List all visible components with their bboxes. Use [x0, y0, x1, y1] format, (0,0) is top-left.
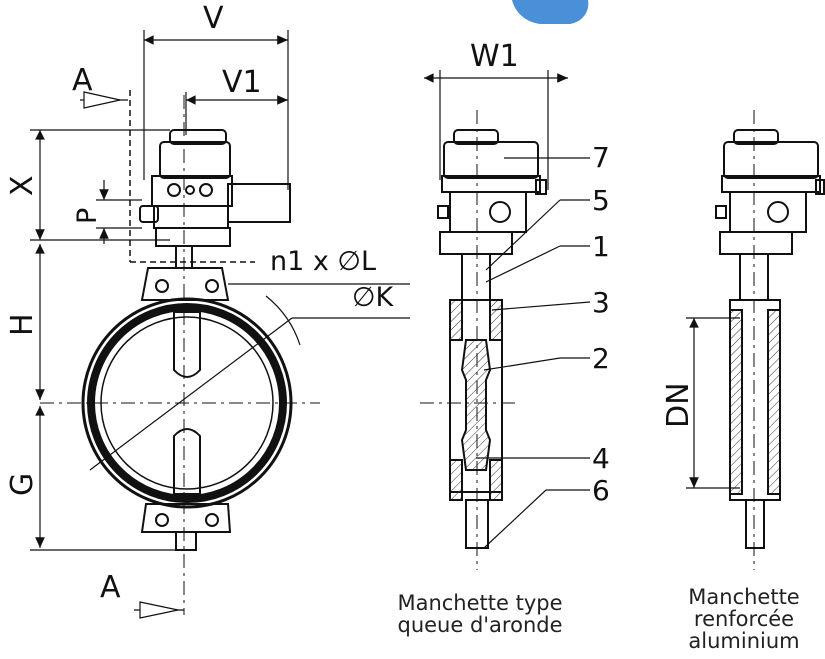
dim-label-W1: W1	[470, 39, 519, 74]
dim-label-X: X	[5, 175, 40, 196]
section-view-dovetail-labels: W1 7 5 1 3 2 4 6	[470, 39, 610, 507]
caption-reinforced-line1: Manchette	[688, 585, 800, 609]
part-number-6: 6	[592, 474, 610, 507]
section-view-dovetail	[420, 110, 547, 570]
caption-reinforced: Manchette renforcée aluminium	[664, 586, 824, 652]
section-label-A-top: A	[72, 63, 93, 98]
accent-blob	[512, 0, 589, 24]
part-number-1: 1	[592, 230, 610, 263]
caption-reinforced-line3: aluminium	[688, 629, 800, 653]
part-number-3: 3	[592, 286, 610, 319]
section-label-A-bottom: A	[100, 570, 121, 605]
part-number-4: 4	[592, 442, 610, 475]
caption-dovetail-line1: Manchette type	[397, 591, 563, 615]
section-view-reinforced	[715, 110, 825, 570]
front-view-dimensions	[30, 30, 289, 619]
dim-label-V1: V1	[222, 65, 262, 100]
front-view	[40, 90, 410, 615]
part-number-5: 5	[592, 184, 610, 217]
caption-dovetail-line2: queue d'aronde	[397, 613, 563, 637]
dim-label-G: G	[5, 473, 40, 496]
dim-label-K: ∅K	[352, 282, 395, 313]
dim-label-P: P	[72, 208, 103, 224]
section-view-dovetail-dimensions	[424, 70, 591, 549]
dim-label-H: H	[5, 313, 40, 336]
dim-label-V: V	[203, 1, 224, 36]
dim-label-DN: DN	[661, 382, 696, 428]
part-number-7: 7	[592, 141, 610, 174]
front-view-labels: V V1 A X P H G n1 x ∅L ∅K A	[5, 1, 395, 605]
dim-label-n1L: n1 x ∅L	[270, 246, 376, 277]
part-number-2: 2	[592, 342, 610, 375]
caption-reinforced-line2: renforcée	[693, 607, 795, 631]
caption-dovetail: Manchette type queue d'aronde	[380, 592, 580, 636]
section-view-reinforced-dimensions	[686, 317, 740, 489]
